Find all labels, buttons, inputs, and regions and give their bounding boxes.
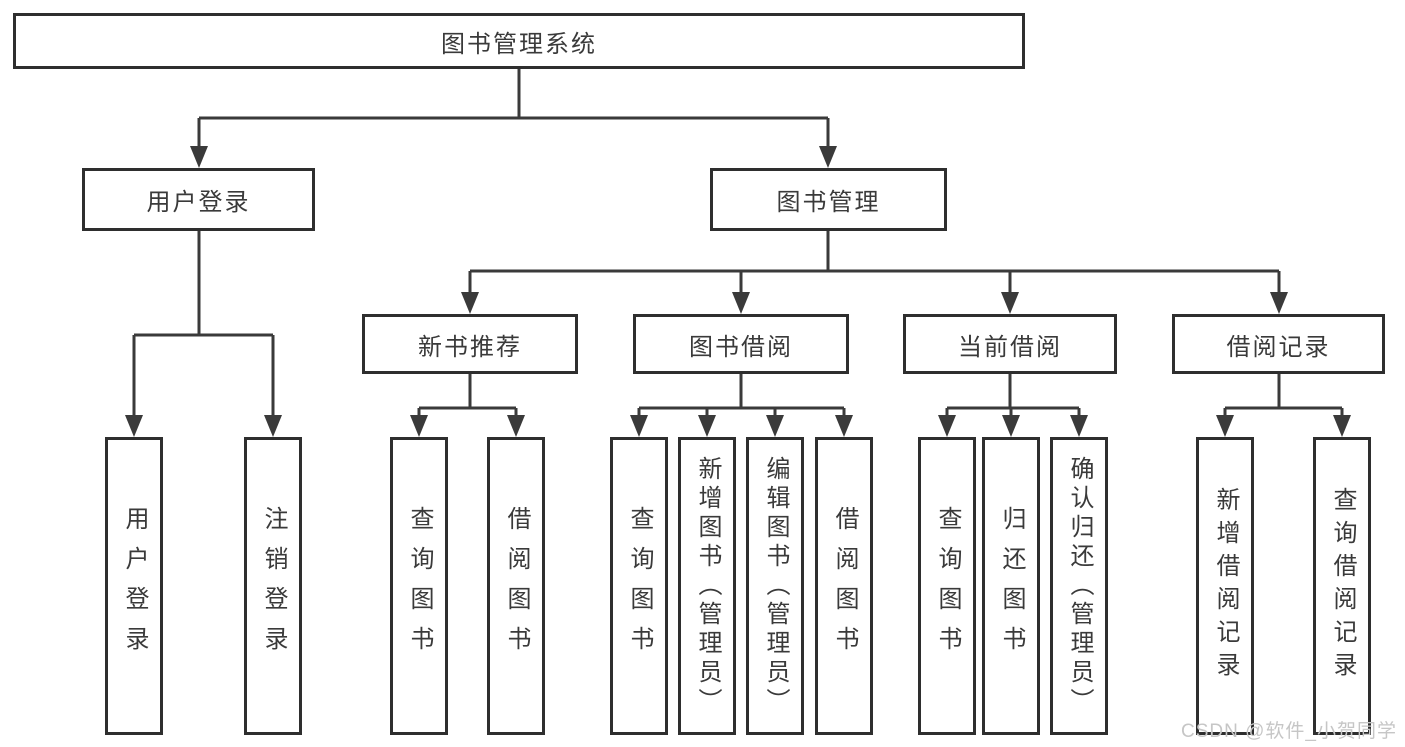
arrowhead	[732, 292, 750, 314]
arrowhead	[264, 415, 282, 437]
node-label: 归还图书	[998, 506, 1025, 666]
node-user-login-branch: 用户登录	[82, 168, 315, 231]
node-leaf-query-borrow-record: 查询借阅记录	[1313, 437, 1371, 735]
arrowhead	[766, 415, 784, 437]
node-label: 借阅图书	[503, 506, 530, 666]
node-label: 新书推荐	[418, 333, 522, 361]
node-leaf-logout: 注销登录	[244, 437, 302, 735]
node-label: 注销登录	[260, 506, 287, 666]
arrowhead	[410, 415, 428, 437]
node-leaf-return-books: 归还图书	[982, 437, 1040, 735]
node-current-borrowing: 当前借阅	[903, 314, 1117, 374]
arrowhead	[1216, 415, 1234, 437]
node-leaf-borrow-books-1: 借阅图书	[487, 437, 545, 735]
arrowhead	[819, 146, 837, 168]
node-label: 查询图书	[406, 506, 433, 666]
node-leaf-query-books-1: 查询图书	[390, 437, 448, 735]
node-leaf-add-books-admin: 新增图书（管理员）	[678, 437, 736, 735]
node-label: 图书管理系统	[441, 30, 597, 58]
node-label: 用户登录	[146, 189, 251, 216]
arrowhead	[1070, 415, 1088, 437]
node-leaf-confirm-return-admin: 确认归还（管理员）	[1050, 437, 1108, 735]
arrowhead	[125, 415, 143, 437]
node-label: 借阅记录	[1226, 333, 1331, 361]
arrowhead	[1270, 292, 1288, 314]
node-label: 当前借阅	[958, 333, 1062, 361]
node-leaf-query-books-3: 查询图书	[918, 437, 976, 735]
node-label: 图书借阅	[689, 333, 793, 361]
node-label: 图书管理	[776, 189, 881, 216]
arrowhead	[630, 415, 648, 437]
node-borrowing-records: 借阅记录	[1172, 314, 1385, 374]
node-label: 新增图书（管理员）	[694, 455, 721, 717]
arrowhead	[1001, 292, 1019, 314]
node-leaf-user-login: 用户登录	[105, 437, 163, 735]
arrowhead	[835, 415, 853, 437]
csdn-watermark: CSDN @软件_小贺同学	[1181, 721, 1397, 742]
node-leaf-edit-books-admin: 编辑图书（管理员）	[746, 437, 804, 735]
node-label: 查询图书	[934, 506, 961, 666]
arrowhead	[698, 415, 716, 437]
node-book-borrowing: 图书借阅	[633, 314, 849, 374]
arrowhead	[190, 146, 208, 168]
arrowhead	[507, 415, 525, 437]
node-label: 编辑图书（管理员）	[762, 455, 789, 717]
node-book-management-branch: 图书管理	[710, 168, 947, 231]
arrowhead	[938, 415, 956, 437]
node-label: 借阅图书	[831, 506, 858, 666]
node-label: 查询图书	[626, 506, 653, 666]
arrowhead	[1333, 415, 1351, 437]
node-library-management-system: 图书管理系统	[13, 13, 1025, 69]
node-label: 用户登录	[121, 506, 148, 666]
arrowhead	[1002, 415, 1020, 437]
node-label: 新增借阅记录	[1212, 487, 1239, 685]
arrowhead	[461, 292, 479, 314]
node-new-book-recommend: 新书推荐	[362, 314, 578, 374]
node-label: 查询借阅记录	[1329, 487, 1356, 685]
node-leaf-borrow-books-2: 借阅图书	[815, 437, 873, 735]
node-label: 确认归还（管理员）	[1066, 455, 1093, 717]
node-leaf-query-books-2: 查询图书	[610, 437, 668, 735]
node-leaf-add-borrow-record: 新增借阅记录	[1196, 437, 1254, 735]
